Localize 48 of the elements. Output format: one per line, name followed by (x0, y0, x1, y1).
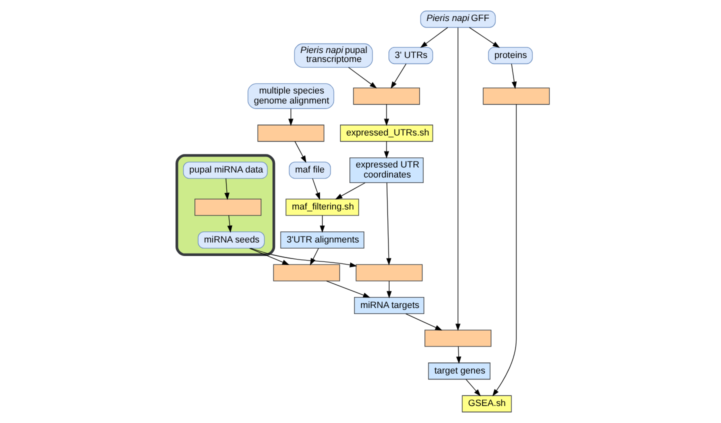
node-box: Pieris napi GFF (420, 10, 496, 28)
arrow (456, 346, 462, 364)
arrow (310, 248, 319, 266)
arrow (466, 379, 481, 396)
arrow (294, 141, 306, 163)
node-box: 3' UTRs (388, 47, 434, 64)
arrow (420, 27, 448, 48)
cluster (176, 154, 276, 256)
node-box: 3'UTR alignments (280, 231, 364, 249)
node-box (482, 88, 550, 105)
node-box: GSEA.sh (462, 395, 512, 412)
arrow (335, 182, 366, 200)
arrow (386, 182, 392, 266)
arrow (384, 141, 390, 158)
arrow (469, 27, 500, 48)
arrow (312, 178, 320, 200)
node-box: maf file (288, 162, 331, 179)
node-box: multiple species genome alignment (248, 83, 334, 109)
arrow (249, 248, 290, 265)
node-box: Pieris napi pupal transcriptome (294, 43, 373, 68)
node-box: maf_filtering.sh (286, 198, 360, 216)
arrow (390, 63, 406, 89)
arrow (320, 215, 325, 233)
node-box (257, 124, 324, 142)
arrow (386, 280, 392, 298)
node-box (356, 264, 423, 282)
node-box: expressed UTR coordinates (350, 157, 424, 183)
arrow (227, 215, 232, 233)
node-box: proteins (488, 47, 533, 64)
node-box (273, 264, 340, 282)
node-box (353, 88, 420, 105)
node-box (424, 330, 492, 347)
arrow (511, 63, 517, 89)
node-box (194, 198, 262, 216)
node-box: expressed_UTRs.sh (340, 124, 434, 142)
node-box: target genes (428, 362, 490, 380)
arrow (455, 27, 460, 331)
arrow (384, 104, 390, 126)
node-box: miRNA targets (354, 297, 424, 314)
arrow (288, 108, 294, 126)
arrow (250, 248, 358, 268)
arrow (406, 313, 442, 330)
arrow (326, 280, 370, 298)
arrow (492, 104, 517, 396)
node-box: miRNA seeds (198, 231, 265, 249)
arrow (348, 67, 377, 88)
node-box: pupal miRNA data (183, 162, 268, 179)
arrow (224, 178, 230, 200)
